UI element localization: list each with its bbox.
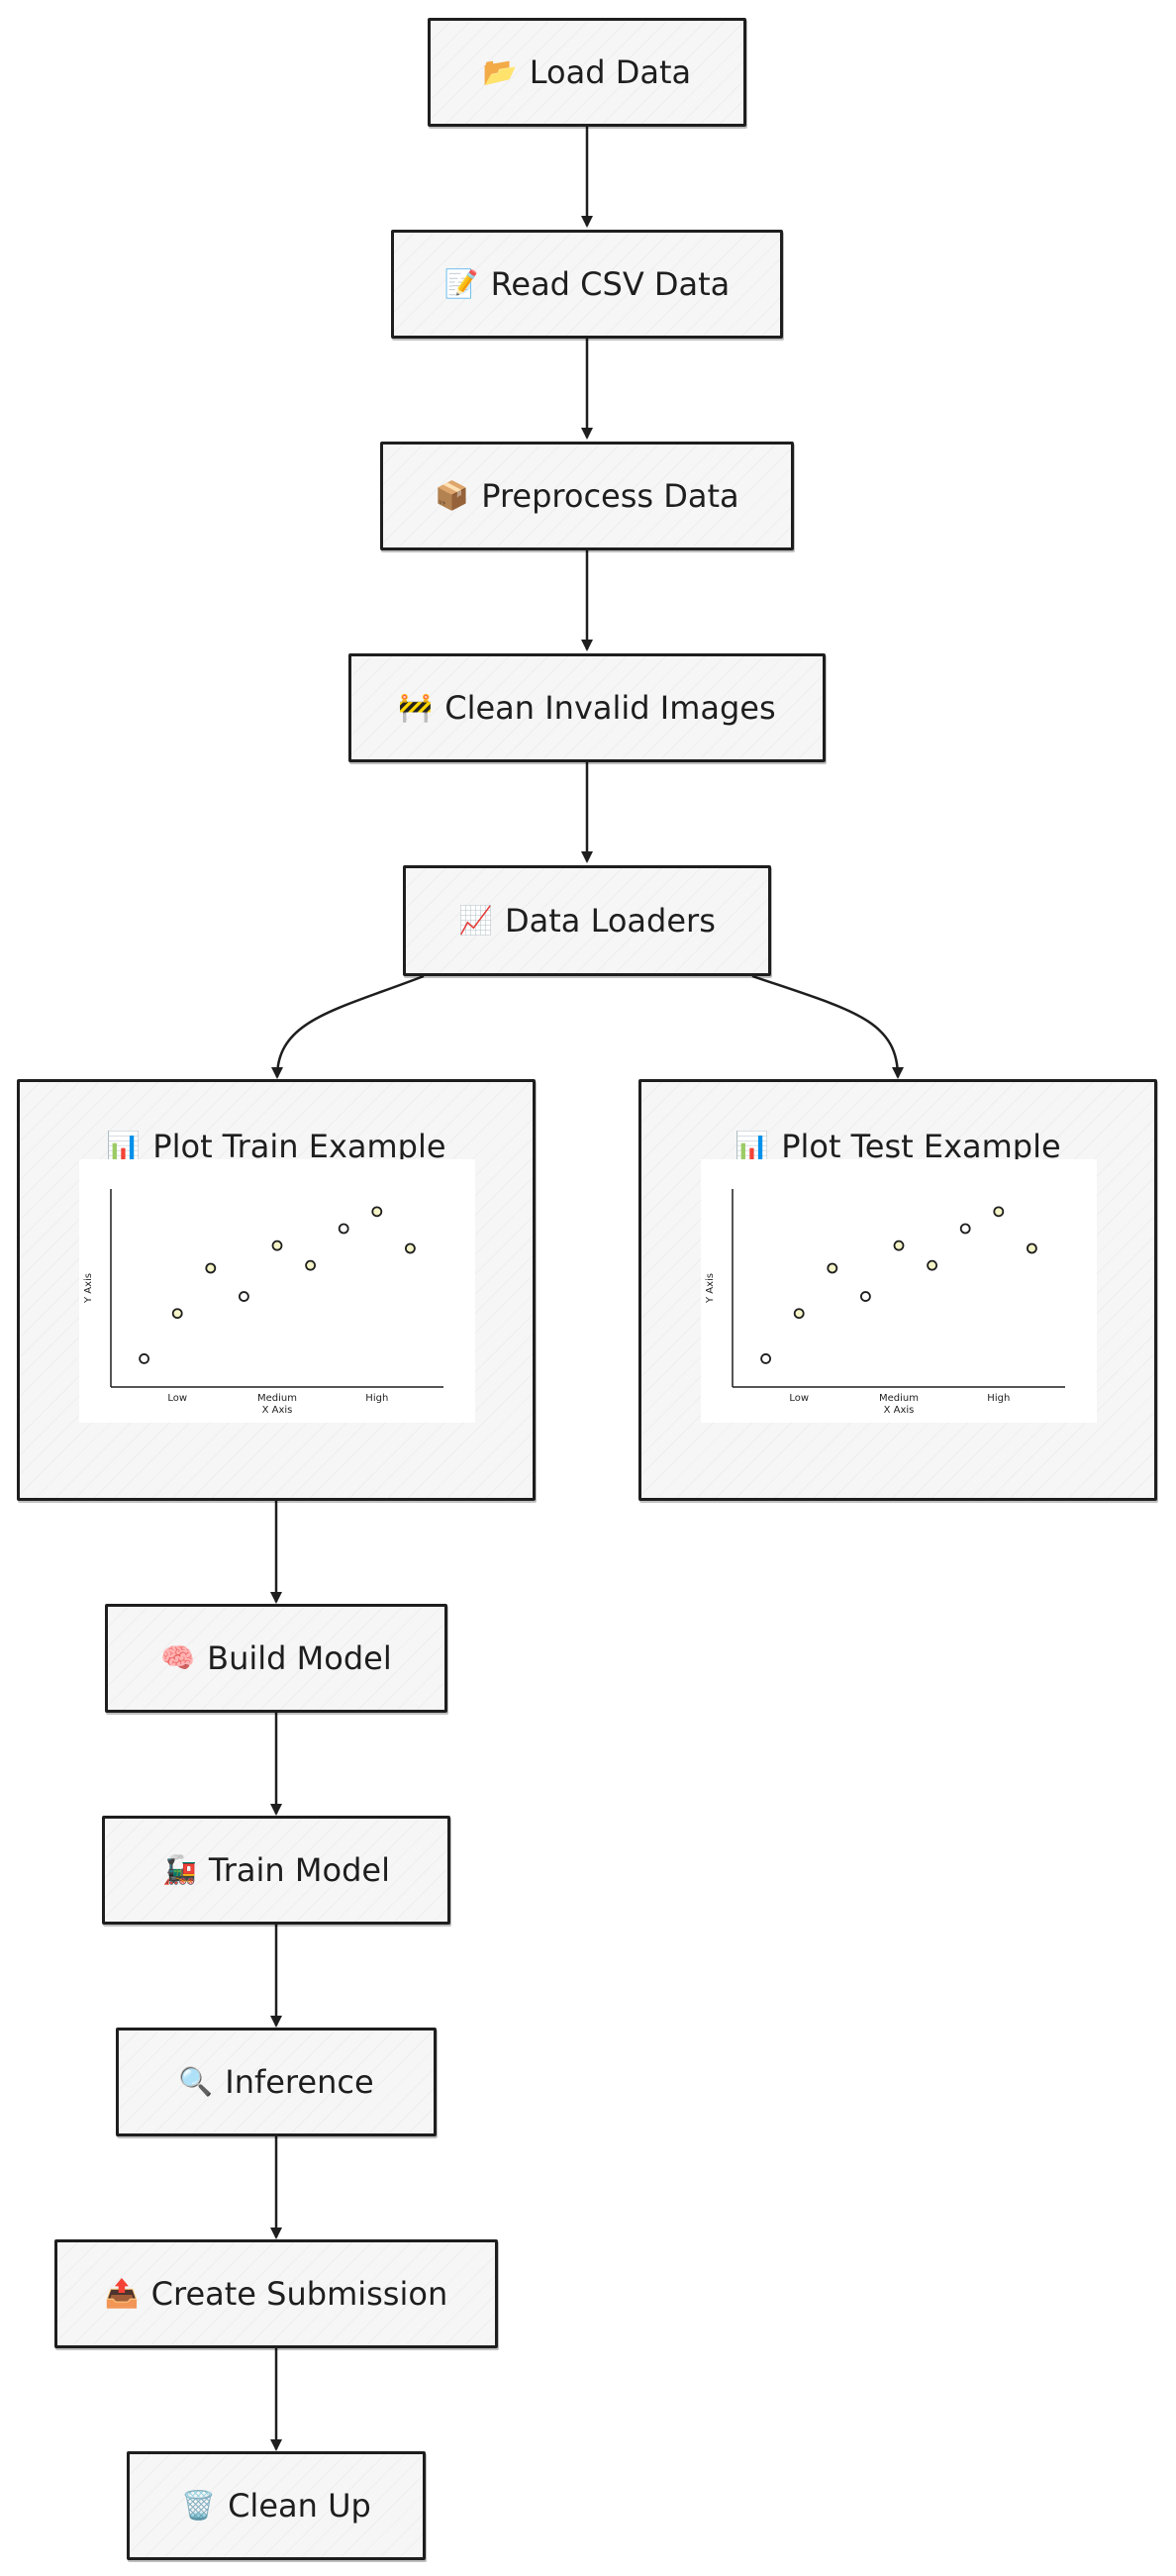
train-scatter-chart: Low Medium High X Axis Y Axis [83, 1189, 443, 1416]
x-tick-label: Low [789, 1393, 809, 1404]
data-point [760, 1353, 771, 1364]
clean-up-label: Clean Up [228, 2487, 371, 2525]
load-data-node[interactable]: 📂 Load Data [428, 18, 746, 127]
wastebasket-icon: 🗑️ [181, 2489, 217, 2522]
build-model-label: Build Model [207, 1639, 392, 1677]
train-model-node[interactable]: 🚂 Train Model [102, 1816, 450, 1925]
data-point [205, 1262, 217, 1274]
arrow-loaders-to-train-plot [271, 974, 425, 1079]
test-scatter-chart: Low Medium High X Axis Y Axis [705, 1189, 1065, 1416]
locomotive-icon: 🚂 [162, 1853, 197, 1886]
data-point [859, 1291, 871, 1302]
arrow-loaders-to-test-plot [751, 974, 904, 1079]
data-point [927, 1259, 938, 1271]
data-point [171, 1308, 183, 1320]
data-point [338, 1223, 349, 1235]
data-point [893, 1239, 905, 1251]
data-point [371, 1206, 383, 1218]
data-point [305, 1259, 317, 1271]
data-loaders-label: Data Loaders [505, 902, 716, 940]
data-point [404, 1242, 416, 1254]
data-point [993, 1206, 1005, 1218]
clean-invalid-node[interactable]: 🚧 Clean Invalid Images [348, 653, 826, 762]
data-point [793, 1308, 805, 1320]
inference-node[interactable]: 🔍 Inference [116, 2028, 437, 2136]
x-tick-label: High [365, 1393, 388, 1404]
data-point [238, 1291, 249, 1302]
x-axis-label: X Axis [262, 1405, 293, 1416]
clean-up-node[interactable]: 🗑️ Clean Up [127, 2451, 426, 2560]
y-axis-label: Y Axis [705, 1273, 716, 1304]
preprocess-label: Preprocess Data [481, 477, 739, 515]
data-point [271, 1239, 283, 1251]
x-tick-label: Low [167, 1393, 187, 1404]
memo-icon: 📝 [443, 267, 479, 300]
test-plot-area: Low Medium High X Axis Y Axis [701, 1159, 1097, 1423]
data-point [1026, 1242, 1037, 1254]
train-plot-area: Low Medium High X Axis Y Axis [79, 1159, 475, 1423]
x-axis-label: X Axis [884, 1405, 915, 1416]
magnifying-glass-icon: 🔍 [178, 2065, 214, 2098]
load-data-label: Load Data [529, 53, 692, 91]
chart-increasing-icon: 📈 [458, 904, 493, 937]
train-model-label: Train Model [208, 1851, 390, 1889]
data-point [827, 1262, 838, 1274]
outbox-tray-icon: 📤 [104, 2277, 140, 2310]
inference-label: Inference [225, 2063, 374, 2101]
data-point [139, 1353, 149, 1364]
plot-train-label: Plot Train Example [152, 1128, 446, 1165]
construction-icon: 🚧 [398, 691, 434, 724]
bar-chart-icon: 📊 [735, 1130, 770, 1162]
read-csv-node[interactable]: 📝 Read CSV Data [391, 230, 783, 339]
brain-icon: 🧠 [160, 1641, 196, 1674]
plot-train-node[interactable]: 📊 Plot Train Example Low Medium High X Axis… [17, 1079, 536, 1501]
build-model-node[interactable]: 🧠 Build Model [105, 1604, 447, 1713]
data-loaders-node[interactable]: 📈 Data Loaders [403, 865, 771, 976]
create-submission-label: Create Submission [150, 2275, 448, 2313]
plot-test-node[interactable]: 📊 Plot Test Example Low Medium High X Axis Y… [638, 1079, 1157, 1501]
clean-invalid-label: Clean Invalid Images [444, 689, 776, 727]
bar-chart-icon: 📊 [106, 1130, 142, 1162]
y-axis-label: Y Axis [83, 1273, 94, 1304]
package-icon: 📦 [435, 479, 470, 512]
create-submission-node[interactable]: 📤 Create Submission [54, 2239, 498, 2348]
data-point [959, 1223, 971, 1235]
x-tick-label: Medium [257, 1393, 297, 1404]
read-csv-label: Read CSV Data [490, 265, 731, 303]
x-tick-label: Medium [879, 1393, 919, 1404]
preprocess-node[interactable]: 📦 Preprocess Data [380, 442, 794, 550]
folder-icon: 📂 [482, 55, 518, 88]
x-tick-label: High [987, 1393, 1010, 1404]
plot-test-label: Plot Test Example [781, 1128, 1061, 1165]
